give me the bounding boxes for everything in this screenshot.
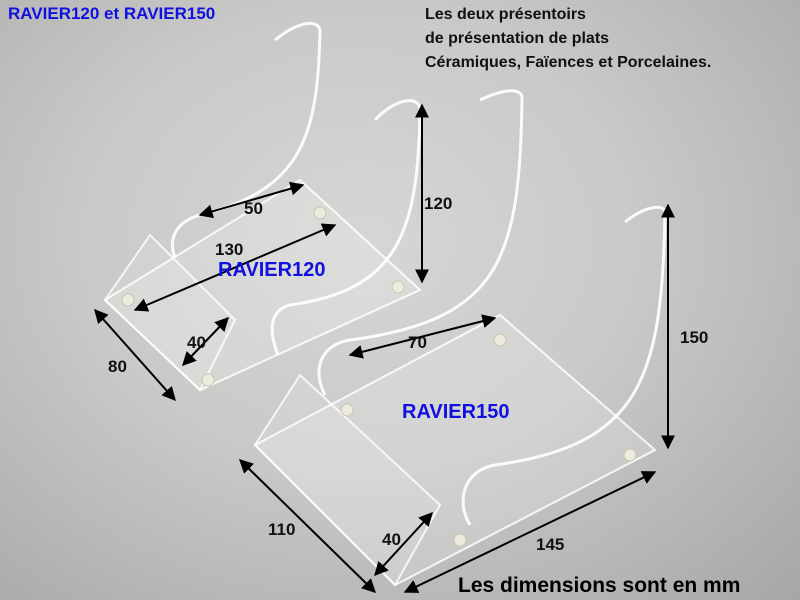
model-label-ravier120: RAVIER120	[218, 259, 326, 281]
dim-large-lip: 40	[382, 530, 401, 549]
model-label-ravier150: RAVIER150	[402, 401, 510, 423]
page-title: RAVIER120 et RAVIER150	[8, 4, 216, 23]
dim-large-width: 110	[268, 520, 296, 539]
dim-large-base: 145	[536, 535, 565, 554]
description-line-1: Les deux présentoirs	[425, 6, 586, 23]
description-line-2: de présentation de plats	[425, 30, 610, 47]
dim-small-width: 80	[108, 357, 127, 376]
dimension-arrows	[94, 103, 675, 593]
dim-large-height: 150	[680, 328, 709, 347]
units-note: Les dimensions sont en mm	[458, 574, 741, 597]
description-line-3: Céramiques, Faïences et Porcelaines.	[425, 54, 712, 71]
dim-small-base: 130	[215, 240, 244, 259]
dim-small-lip: 40	[187, 333, 206, 352]
dim-large-hook: 70	[408, 333, 427, 352]
dim-small-height: 120	[424, 194, 453, 213]
dim-small-hook: 50	[244, 199, 263, 218]
